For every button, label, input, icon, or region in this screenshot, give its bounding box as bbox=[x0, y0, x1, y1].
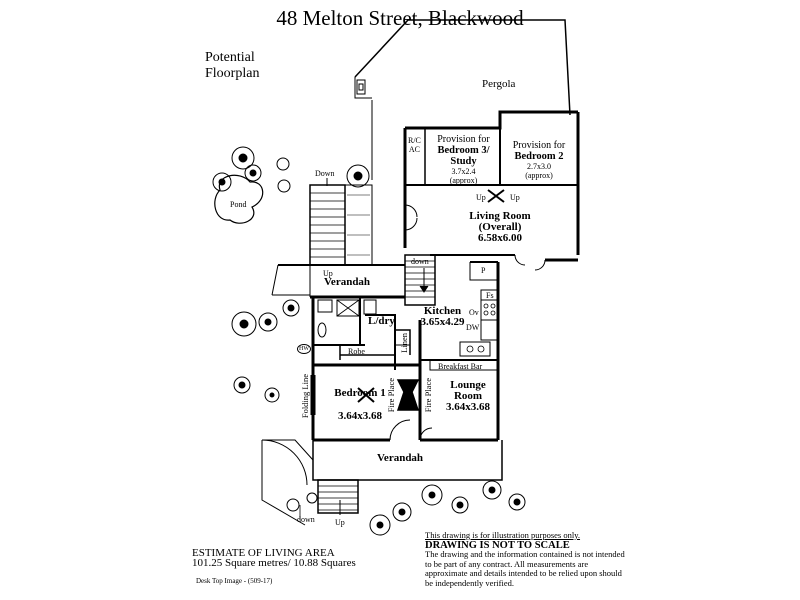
pergola-outline bbox=[354, 19, 571, 116]
plant-icon bbox=[286, 492, 318, 512]
down-label-lower: down bbox=[297, 515, 315, 524]
bedroom2-label: Provision for Bedroom 2 2.7x3.0 (approx) bbox=[505, 140, 573, 180]
fan-icon bbox=[357, 387, 375, 403]
estimate-value: 101.25 Square metres/ 10.88 Squares bbox=[192, 557, 356, 569]
bedroom1-label: Bedroom 1 3.64x3.68 bbox=[330, 388, 390, 422]
hot-water-label: HW bbox=[297, 344, 311, 354]
subtitle-line-2: Floorplan bbox=[205, 66, 260, 81]
oven-label: Ov bbox=[469, 308, 479, 317]
dishwasher-label: DW bbox=[466, 323, 480, 332]
robe-label: Robe bbox=[348, 347, 365, 356]
plant-icon bbox=[392, 502, 412, 522]
bed3-line3: Study bbox=[450, 156, 477, 167]
breakfast-bar-label: Breakfast Bar bbox=[438, 362, 483, 371]
ac-label: AC bbox=[408, 145, 421, 154]
kitchen-name: Kitchen bbox=[423, 305, 462, 317]
desktop-image-ref: Desk Top Image - (509-17) bbox=[196, 577, 273, 585]
living-area-estimate: ESTIMATE OF LIVING AREA 101.25 Square me… bbox=[192, 547, 356, 569]
plant-icon bbox=[451, 496, 469, 514]
disclaimer-body: The drawing and the information containe… bbox=[425, 549, 625, 588]
up-label-lower: Up bbox=[335, 518, 345, 527]
disclaimer: This drawing is for illustration purpose… bbox=[425, 530, 625, 589]
pond-label: Pond bbox=[230, 200, 247, 209]
fan-icon bbox=[487, 189, 505, 203]
down-label-stair: Down bbox=[315, 169, 335, 178]
fireplace-label-1: Fire Place bbox=[386, 378, 396, 413]
disclaimer-line2: DRAWING IS NOT TO SCALE bbox=[425, 539, 570, 551]
plant-icon bbox=[421, 484, 443, 506]
pantry-label: P bbox=[481, 266, 486, 275]
living-line1: Living Room bbox=[469, 210, 531, 222]
page-title: 48 Melton Street, Blackwood bbox=[276, 6, 524, 30]
pergola-label: Pergola bbox=[482, 78, 516, 90]
kitchen-label: Kitchen 3.65x4.29 bbox=[415, 306, 470, 328]
plant-icon bbox=[282, 299, 300, 317]
up-label-1: Up bbox=[476, 193, 486, 202]
bed1-size: 3.64x3.68 bbox=[338, 410, 382, 422]
bed2-approx: (approx) bbox=[525, 171, 553, 180]
living-size: 6.58x6.00 bbox=[478, 232, 522, 244]
up-label-2: Up bbox=[510, 193, 520, 202]
bed2-line2: Bedroom 2 bbox=[514, 151, 564, 162]
lounge-label: Lounge Room 3.64x3.68 bbox=[442, 380, 494, 413]
upper-verandah-label: Verandah bbox=[324, 276, 371, 288]
plant-icon bbox=[244, 164, 262, 182]
bedroom3-label: Provision for Bedroom 3/ Study 3.7x2.4 (… bbox=[426, 134, 501, 185]
kitchen-size: 3.65x4.29 bbox=[420, 316, 465, 328]
fridge-label: Fs bbox=[486, 291, 494, 300]
disclaimer-line1: This drawing is for illustration purpose… bbox=[425, 530, 581, 540]
plant-icon bbox=[508, 493, 526, 511]
linen-label: Linen bbox=[399, 333, 409, 353]
lounge-line2: Room bbox=[453, 390, 483, 402]
bed3-approx: (approx) bbox=[449, 176, 478, 185]
bed2-line1: Provision for bbox=[512, 140, 566, 151]
plant-icon bbox=[276, 157, 291, 193]
bed3-line2: Bedroom 3/ bbox=[437, 145, 490, 156]
plant-icon bbox=[231, 311, 257, 337]
rc-ac-label: R/C AC bbox=[408, 136, 421, 154]
plant-icon bbox=[212, 172, 232, 192]
lounge-size: 3.64x3.68 bbox=[446, 401, 490, 413]
plant-icon bbox=[264, 387, 280, 403]
down-label-living: down bbox=[411, 257, 429, 266]
plant-icon bbox=[258, 312, 278, 332]
living-room-label: Living Room (Overall) 6.58x6.00 bbox=[455, 211, 545, 244]
rc-label: R/C bbox=[408, 136, 421, 145]
plant-icon bbox=[233, 376, 251, 394]
plant-icon bbox=[369, 514, 391, 536]
bed2-size: 2.7x3.0 bbox=[527, 162, 551, 171]
subtitle: Potential Floorplan bbox=[205, 50, 295, 82]
bed1-name: Bedroom 1 bbox=[334, 387, 386, 399]
estimate-heading: ESTIMATE OF LIVING AREA bbox=[192, 547, 335, 559]
bed3-size: 3.7x2.4 bbox=[451, 167, 476, 176]
folding-line-label: Folding Line bbox=[300, 374, 310, 419]
living-line2: (Overall) bbox=[478, 221, 522, 233]
subtitle-line-1: Potential bbox=[205, 50, 255, 65]
laundry-label: L/dry bbox=[368, 315, 395, 327]
plant-icon bbox=[231, 146, 255, 170]
bed3-line1: Provision for bbox=[437, 134, 490, 145]
plant-icon bbox=[482, 480, 502, 500]
plant-icon bbox=[346, 164, 370, 188]
lower-verandah-label: Verandah bbox=[377, 452, 424, 464]
up-label-verandah: Up bbox=[323, 269, 333, 278]
pond-outline bbox=[214, 174, 264, 224]
fireplace-label-2: Fire Place bbox=[423, 378, 433, 413]
lounge-line1: Lounge bbox=[450, 379, 486, 391]
